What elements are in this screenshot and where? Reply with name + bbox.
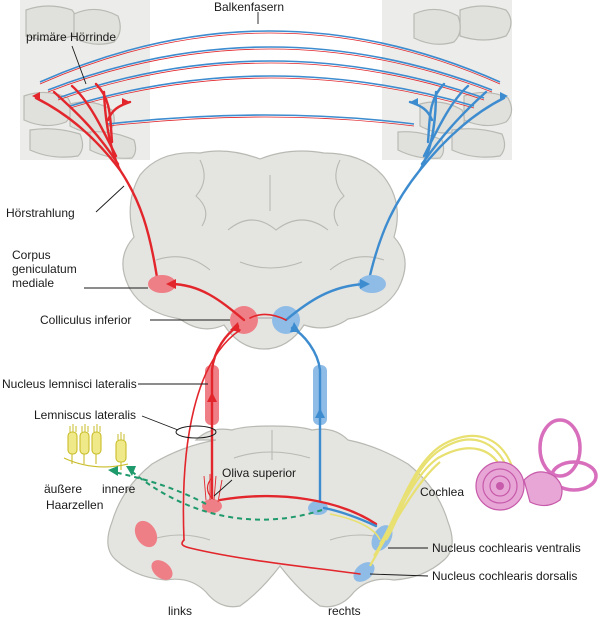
cortex-arrowheads — [32, 92, 508, 106]
hair-cell-base — [63, 454, 129, 470]
label-lemniscus-lateralis: Lemniscus lateralis — [34, 408, 137, 422]
arrow-lemniscus-right — [315, 408, 325, 418]
label-corpus-geniculatum-mediale: Corpus geniculatum mediale — [12, 248, 77, 290]
right-auditory-radiation — [366, 82, 506, 286]
label-balkenfasern: Balkenfasern — [214, 0, 285, 14]
label-rechts: rechts — [328, 604, 361, 618]
oliva-superior-left — [202, 499, 222, 513]
label-primaere-hoerrinde: primäre Hörrinde — [26, 30, 117, 44]
auditory-nerve — [329, 434, 514, 567]
label-corpus-line1: Corpus — [12, 248, 51, 262]
label-aeussere: äußere — [44, 482, 83, 496]
label-nucleus-cochlearis-ventralis: Nucleus cochlearis ventralis — [432, 541, 581, 555]
arrow-to-cg-left — [166, 279, 176, 289]
cochlea-organ — [475, 418, 598, 511]
label-colliculus-inferior: Colliculus inferior — [40, 313, 132, 327]
label-corpus-line3: mediale — [12, 276, 55, 290]
efferent-arrow-2 — [108, 466, 118, 476]
efferent-arrow-1 — [126, 466, 136, 476]
label-links: links — [168, 604, 193, 618]
brainstem-pathways — [181, 477, 378, 575]
label-innere: innere — [102, 482, 136, 496]
midbrain-section — [122, 150, 406, 350]
label-nucleus-cochlearis-dorsalis: Nucleus cochlearis dorsalis — [432, 569, 578, 583]
arrow-colliculus-left — [230, 322, 240, 332]
hair-cell-stereocilia — [69, 424, 125, 440]
brainstem-section — [107, 425, 453, 608]
arrow-lemniscus-left — [207, 392, 217, 402]
corpus-geniculatum-right — [358, 275, 386, 293]
nucleus-left-lower — [151, 560, 173, 580]
nucleus-left-upper — [134, 520, 158, 548]
left-auditory-radiation — [34, 82, 160, 286]
lemniscus-lateralis-ring — [175, 425, 217, 439]
label-haarzellen: Haarzellen — [46, 498, 104, 512]
label-corpus-line2: geniculatum — [12, 262, 77, 276]
commissural-fibers — [39, 30, 501, 127]
label-nucleus-lemnisci-lateralis: Nucleus lemnisci lateralis — [2, 377, 137, 391]
corpus-geniculatum-left — [148, 275, 176, 293]
arrow-to-cg-right — [360, 279, 370, 289]
oliva-superior-right — [308, 501, 328, 515]
efferent-fibers — [113, 469, 323, 521]
midbrain-folds — [155, 159, 385, 271]
left-cortex-gyri — [23, 5, 137, 159]
label-oliva-superior: Oliva superior — [222, 466, 297, 480]
midbrain-pathways — [168, 282, 366, 322]
nucleus-cochlearis-dorsalis — [353, 562, 375, 582]
label-hoerstrahlung: Hörstrahlung — [6, 206, 75, 220]
label-cochlea: Cochlea — [420, 485, 465, 499]
leader-lines — [71, 12, 429, 577]
hair-cells — [67, 431, 127, 463]
arrow-colliculus-right — [290, 322, 300, 332]
